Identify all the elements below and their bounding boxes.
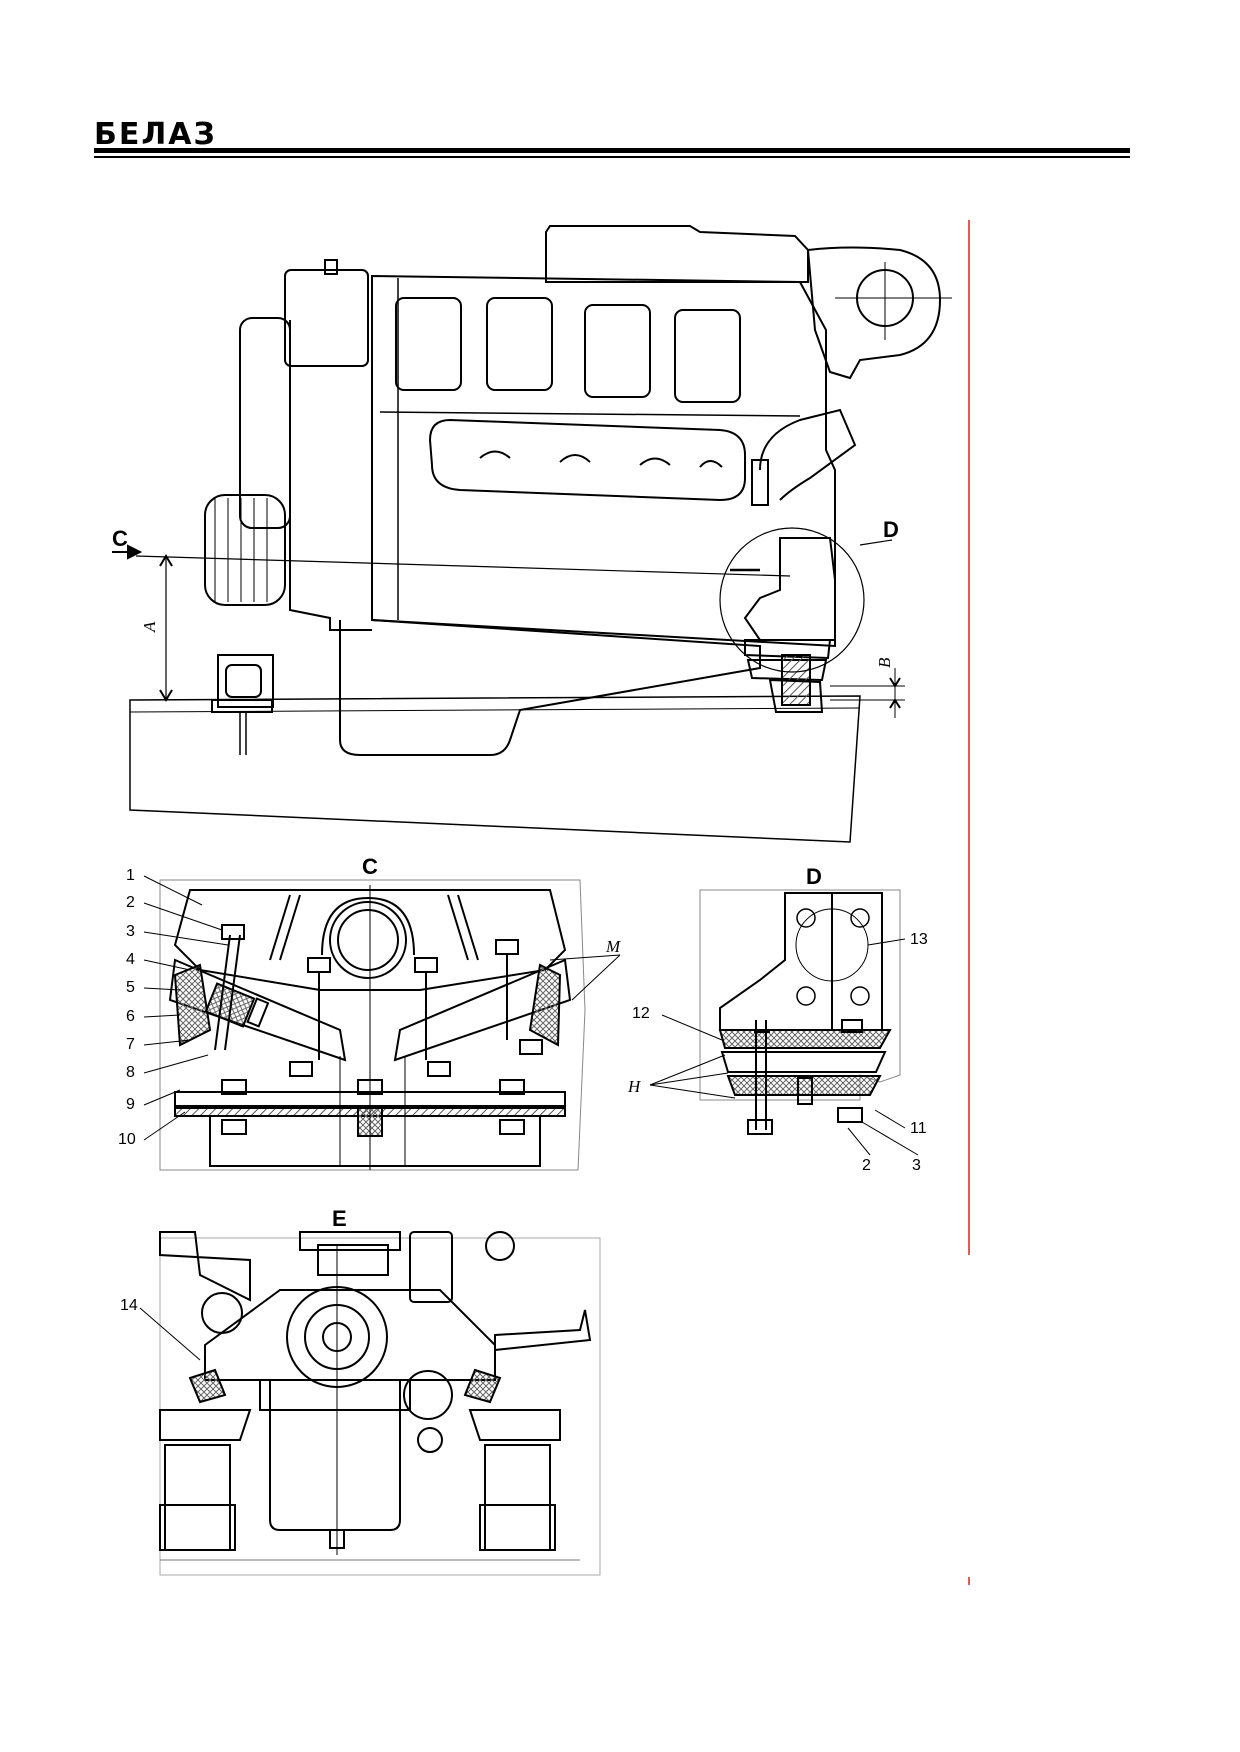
callout-6: 6 [126,1008,135,1025]
label-h: H [627,1077,642,1096]
view-c-callouts: 1 2 3 4 5 6 7 8 9 10 [118,867,136,1148]
view-c-title: C [362,854,378,879]
callout-12: 12 [632,1005,650,1022]
belaz-logo: БЕЛАЗ [94,117,217,152]
label-m: M [605,937,621,956]
callout-11: 11 [910,1120,927,1137]
callout-5: 5 [126,979,135,996]
engine-side-view [112,225,952,843]
dimension-a-label: A [140,621,159,633]
callout-8: 8 [126,1064,135,1081]
view-d-detail [649,889,919,1156]
detail-mark-d: D [883,517,899,542]
callout-7: 7 [126,1036,135,1053]
view-c-section [143,875,621,1171]
callout-4: 4 [126,951,135,968]
callout-10: 10 [118,1131,136,1148]
callout-14: 14 [120,1297,138,1314]
callout-1: 1 [126,867,135,884]
margin-tick [968,1577,970,1585]
view-e-title: E [332,1206,347,1231]
callout-13: 13 [910,931,928,948]
callout-d-2: 2 [862,1157,871,1174]
view-d-title: D [806,864,822,889]
callout-2: 2 [126,894,135,911]
callout-9: 9 [126,1096,135,1113]
dimension-b-label: B [875,657,894,668]
margin-line [968,220,970,1255]
callout-d-3: 3 [912,1157,921,1174]
header-rule-thick [94,148,1130,153]
section-mark-c: C [112,526,128,551]
callout-3: 3 [126,923,135,940]
header-rule-thin [94,156,1130,158]
view-e-front [139,1231,601,1576]
